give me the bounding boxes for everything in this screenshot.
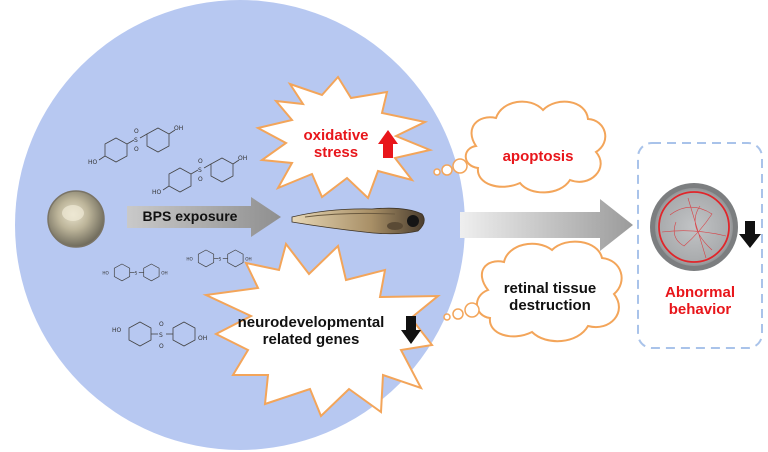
svg-text:OH: OH (161, 271, 167, 276)
svg-text:OH: OH (174, 125, 183, 132)
svg-text:O: O (198, 158, 203, 165)
down-arrow-behavior (739, 221, 761, 248)
petri-dish-tracking (650, 183, 738, 271)
svg-text:O: O (159, 321, 164, 328)
svg-text:HO: HO (112, 327, 122, 334)
svg-text:O: O (134, 128, 139, 135)
zebrafish-larva (291, 207, 425, 235)
neuro-genes-label: neurodevelopmental related genes (237, 314, 385, 349)
svg-text:S: S (219, 257, 222, 262)
svg-text:OH: OH (245, 257, 251, 262)
neuro-genes-burst (202, 241, 441, 418)
svg-text:O: O (134, 146, 139, 153)
svg-text:O: O (198, 176, 203, 183)
svg-text:S: S (134, 137, 138, 144)
up-arrow-oxidative (378, 130, 398, 158)
bps-exposure-label: BPS exposure (142, 208, 238, 224)
abnormal-behavior-label: Abnormal behavior (664, 284, 735, 319)
bps-molecule-3: S HO OH (102, 263, 168, 282)
svg-text:HO: HO (88, 159, 98, 166)
bps-exposure-arrow (127, 197, 281, 237)
retinal-tissue-cloud (443, 240, 623, 343)
bps-molecule-2: S O O HO OH (152, 155, 247, 196)
svg-text:HO: HO (152, 189, 162, 196)
svg-text:OH: OH (238, 155, 247, 162)
apoptosis-label: apoptosis (502, 148, 574, 165)
bps-molecule-1: S O O HO OH (88, 125, 183, 166)
svg-text:O: O (159, 343, 164, 350)
behavior-arrow (460, 199, 633, 251)
bps-molecule-5: S O O HO OH (112, 321, 207, 350)
svg-text:OH: OH (198, 335, 207, 342)
svg-text:S: S (198, 167, 202, 174)
down-arrow-neuro (401, 316, 421, 344)
retinal-tissue-label: retinal tissue destruction (503, 280, 597, 315)
svg-text:HO: HO (102, 271, 109, 276)
oxidative-stress-label: oxidative stress (303, 127, 369, 162)
apoptosis-cloud (433, 100, 607, 194)
svg-text:S: S (135, 271, 138, 276)
svg-text:S: S (159, 332, 163, 339)
oxidative-stress-burst (255, 75, 434, 200)
zebrafish-embryo (47, 190, 105, 248)
bps-molecule-4: S HO OH (186, 249, 252, 268)
svg-text:HO: HO (186, 257, 193, 262)
